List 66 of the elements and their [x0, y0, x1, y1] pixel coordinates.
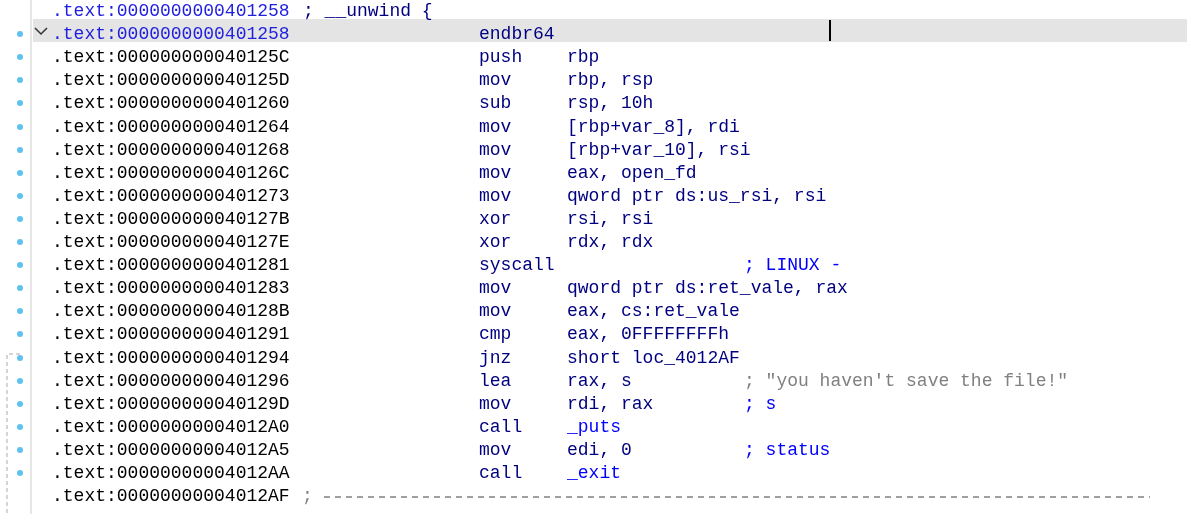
instruction-mnemonic: xor: [479, 231, 512, 253]
instruction-operand: _puts: [567, 415, 621, 438]
address-text: .text:00000000004012AA: [52, 462, 290, 484]
code-comment: ; LINUX -: [744, 254, 842, 277]
address-text: .text:0000000000401258: [52, 0, 290, 22]
instruction-mnemonic: syscall: [479, 254, 555, 277]
instruction-operand: [rbp+var_10], rsi: [567, 138, 751, 161]
code-comment: ; "you haven't save the file!": [744, 369, 1069, 392]
instruction-operand: rax, s: [567, 369, 632, 392]
address-text: .text:0000000000401273: [52, 184, 290, 207]
address-text: .text:00000000004012AF: [52, 485, 290, 508]
address-text: .text:0000000000401258: [52, 23, 290, 46]
code-comment: ; status: [744, 438, 831, 461]
address-text: .text:0000000000401294: [52, 346, 290, 369]
instruction-mnemonic: sub: [479, 92, 512, 115]
instruction-mnemonic: lea: [479, 369, 512, 392]
instruction-mnemonic: jnz: [479, 346, 512, 369]
address-text: .text:000000000040125C: [52, 46, 290, 69]
address-text: .text:000000000040126C: [52, 161, 290, 184]
address-text: .text:0000000000401291: [52, 323, 290, 346]
instruction-mnemonic: call: [479, 462, 523, 484]
instruction-operand: rdi, rax: [567, 392, 654, 415]
code-comment: ; s: [744, 392, 777, 415]
instruction-operand: eax, cs:ret_vale: [567, 300, 740, 323]
address-text: .text:000000000040128B: [52, 300, 290, 323]
instruction-operand: rbp, rsp: [567, 69, 654, 92]
instruction-mnemonic: call: [479, 415, 523, 438]
instruction-mnemonic: mov: [479, 438, 512, 461]
instruction-mnemonic: mov: [479, 184, 512, 207]
instruction-mnemonic: push: [479, 46, 523, 69]
address-text: .text:000000000040127E: [52, 231, 290, 253]
instruction-operand: rbp: [567, 46, 600, 69]
instruction-operand: eax, 0FFFFFFFFh: [567, 323, 730, 346]
instruction-operand: rdx, rdx: [567, 231, 654, 253]
instruction-mnemonic: mov: [479, 115, 512, 138]
instruction-mnemonic: mov: [479, 69, 512, 92]
code-comment: ;: [302, 485, 313, 508]
instruction-operand: edi, 0: [567, 438, 632, 461]
instruction-operand: [rbp+var_8], rdi: [567, 115, 740, 138]
instruction-operand: eax, open_fd: [567, 161, 697, 184]
address-text: .text:00000000004012A0: [52, 415, 290, 438]
code-comment: ; __unwind {: [303, 0, 433, 22]
instruction-mnemonic: cmp: [479, 323, 512, 346]
address-text: .text:0000000000401283: [52, 277, 290, 300]
address-text: .text:0000000000401260: [52, 92, 290, 115]
instruction-operand: _exit: [567, 462, 621, 484]
instruction-mnemonic: mov: [479, 277, 512, 300]
address-text: .text:00000000004012A5: [52, 438, 290, 461]
instruction-mnemonic: mov: [479, 300, 512, 323]
instruction-operand: short loc_4012AF: [567, 346, 740, 369]
address-text: .text:000000000040125D: [52, 69, 290, 92]
instruction-mnemonic: endbr64: [479, 23, 555, 46]
instruction-mnemonic: mov: [479, 392, 512, 415]
instruction-operand: qword ptr ds:us_rsi, rsi: [567, 184, 827, 207]
instruction-mnemonic: xor: [479, 207, 512, 230]
address-text: .text:000000000040129D: [52, 392, 290, 415]
address-text: .text:0000000000401296: [52, 369, 290, 392]
instruction-operand: rsp, 10h: [567, 92, 654, 115]
address-text: .text:0000000000401281: [52, 254, 290, 277]
instruction-mnemonic: mov: [479, 138, 512, 161]
instruction-mnemonic: mov: [479, 161, 512, 184]
address-text: .text:0000000000401268: [52, 138, 290, 161]
address-text: .text:0000000000401264: [52, 115, 290, 138]
address-text: .text:000000000040127B: [52, 207, 290, 230]
instruction-operand: qword ptr ds:ret_vale, rax: [567, 277, 848, 300]
instruction-operand: rsi, rsi: [567, 207, 654, 230]
